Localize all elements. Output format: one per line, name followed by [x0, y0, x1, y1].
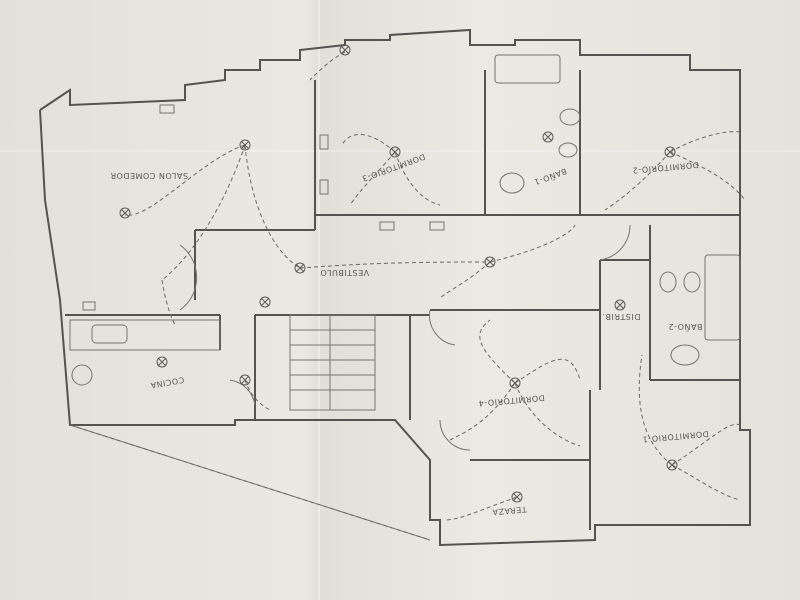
bidet-bano2 [683, 271, 701, 293]
fixtures [69, 54, 741, 386]
circuit-line [444, 496, 518, 521]
circuit-line [638, 354, 673, 466]
toilet-bano2 [659, 271, 677, 293]
kitchen-appliance [71, 364, 93, 386]
socket-mark [82, 301, 96, 311]
socket-mark [379, 221, 395, 231]
lamp-icon [119, 207, 131, 219]
lamp-icon [239, 139, 251, 151]
circuit-line [449, 382, 516, 441]
door-swing-salon [179, 244, 198, 311]
door-swing-distrib [599, 224, 631, 261]
balcony-edge [69, 424, 431, 541]
circuit-line [514, 358, 581, 384]
kitchen-sink [91, 324, 128, 344]
switches-sockets [82, 104, 445, 311]
light-fixtures [119, 44, 678, 503]
circuit-line [244, 379, 271, 411]
room-label-salon-comedor: SALON COMEDOR [110, 171, 189, 180]
bathtub-bano2 [704, 254, 741, 341]
circuit-line [394, 151, 441, 206]
circuit-line [604, 151, 671, 211]
circuit-line [341, 134, 396, 153]
circuit-line [489, 224, 576, 263]
room-label-bano-2: BAÑO-2 [668, 322, 703, 331]
electrical-wiring [124, 51, 746, 521]
circuit-line [669, 131, 741, 153]
circuit-line [124, 144, 246, 216]
lamp-icon [509, 377, 521, 389]
toilet-bano1 [559, 108, 581, 126]
lamp-icon [339, 44, 351, 56]
paper-fold-vertical [318, 0, 320, 600]
circuit-line [309, 51, 346, 81]
outer-wall-outline [39, 28, 751, 547]
circuit-line [299, 261, 491, 269]
lamp-icon [259, 296, 271, 308]
circuit-line [161, 144, 246, 281]
outer-walls [39, 28, 751, 547]
lamp-icon [156, 356, 168, 368]
circuit-line [161, 279, 176, 326]
circuit-line [514, 382, 581, 447]
circuit-line [479, 319, 516, 384]
socket-mark [319, 179, 329, 195]
staircase [289, 314, 376, 411]
door-swing-terraza [439, 419, 471, 451]
bathtub-bano1 [494, 54, 561, 84]
kitchen-counter [69, 319, 221, 351]
sink-bano2 [670, 344, 700, 366]
door-swing-dorm4 [429, 309, 456, 346]
stair-well [289, 314, 376, 411]
lamp-icon [484, 256, 496, 268]
room-label-vestibulo: VESTIBULO [320, 268, 370, 277]
socket-mark [159, 104, 175, 114]
room-label-distrib: DISTRIB. [602, 312, 641, 321]
lamp-icon [389, 146, 401, 158]
lamp-icon [294, 262, 306, 274]
interior-walls [65, 70, 740, 530]
circuit-line [671, 464, 741, 501]
circuit-line [349, 151, 396, 206]
circuit-line [439, 261, 491, 299]
lamp-icon [614, 299, 626, 311]
door-swing-cocina [229, 379, 256, 406]
circuit-line [669, 151, 746, 201]
sink-bano1 [499, 172, 525, 194]
bidet-bano1 [558, 142, 578, 158]
lamp-icon [666, 459, 678, 471]
door-swings [179, 224, 631, 451]
socket-mark [319, 134, 329, 150]
circuit-line [244, 144, 301, 269]
lamp-icon [542, 131, 554, 143]
socket-mark [429, 221, 445, 231]
lamp-icon [511, 491, 523, 503]
lamp-icon [239, 374, 251, 386]
lamp-icon [664, 146, 676, 158]
